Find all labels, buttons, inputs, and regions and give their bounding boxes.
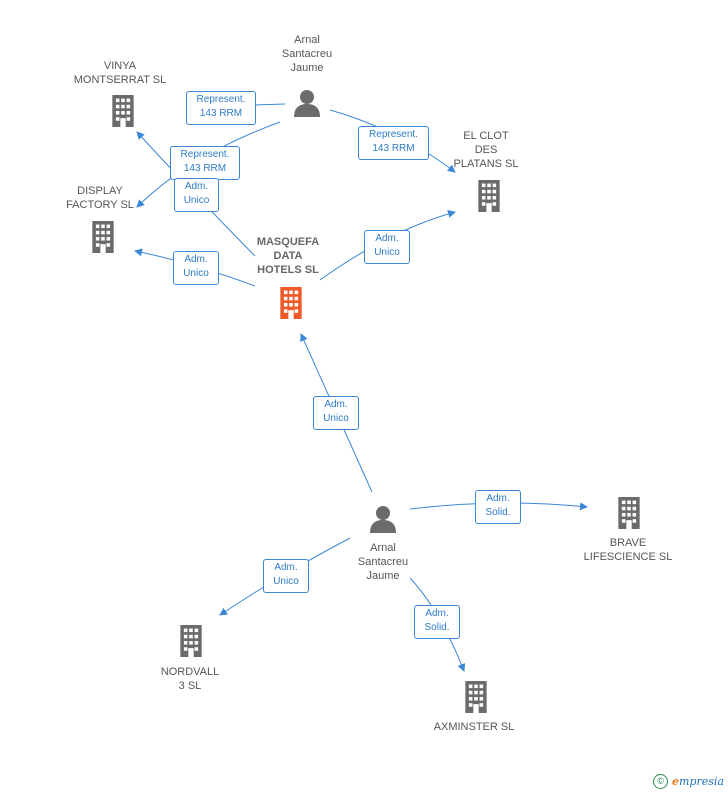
masquefa-label[interactable]: MASQUEFA DATA HOTELS SL xyxy=(256,236,320,276)
edge-label-adm-elclot-main: Adm. Unico xyxy=(364,230,410,264)
person-bottom-label[interactable]: Arnal Santacreu Jaume xyxy=(357,542,409,582)
axminster-label[interactable]: AXMINSTER SL xyxy=(433,721,515,733)
copyright-icon: © xyxy=(653,774,669,789)
edge-label-adm-display-main: Adm. Unico xyxy=(173,251,219,285)
vinya-building-icon[interactable] xyxy=(112,95,134,127)
edge-label-rep-elclot: Represent. 143 RRM xyxy=(358,126,429,160)
edge-label-adm-masquefa: Adm. Unico xyxy=(313,396,359,430)
elclot-building-icon[interactable] xyxy=(478,180,500,212)
person-top-person-icon[interactable] xyxy=(294,90,320,117)
person-bottom-person-icon[interactable] xyxy=(370,506,396,533)
person-top-label[interactable]: Arnal Santacreu Jaume xyxy=(281,34,333,74)
edge-label-rep-display: Represent. 143 RRM xyxy=(170,146,240,180)
brand-logo[interactable]: empresia xyxy=(672,775,724,788)
vinya-label[interactable]: VINYA MONTSERRAT SL xyxy=(73,60,167,86)
axminster-building-icon[interactable] xyxy=(465,681,487,713)
display-building-icon[interactable] xyxy=(92,221,114,253)
display-label[interactable]: DISPLAY FACTORY SL xyxy=(66,185,134,211)
brave-building-icon[interactable] xyxy=(618,497,640,529)
edge-label-adm-nordvall: Adm. Unico xyxy=(263,559,309,593)
footer-brand[interactable]: © empresia xyxy=(653,774,724,789)
edge-label-adm-display-top: Adm. Unico xyxy=(174,178,219,212)
nordvall-building-icon[interactable] xyxy=(180,625,202,657)
edge-label-rep-vinya: Represent. 143 RRM xyxy=(186,91,256,125)
nordvall-label[interactable]: NORDVALL 3 SL xyxy=(160,666,220,692)
elclot-label[interactable]: EL CLOT DES PLATANS SL xyxy=(453,130,519,170)
brave-label[interactable]: BRAVE LIFESCIENCE SL xyxy=(583,537,673,563)
edge-label-adm-axminster: Adm. Solid. xyxy=(414,605,460,639)
masquefa-building-icon[interactable] xyxy=(280,287,302,319)
edge-label-adm-brave: Adm. Solid. xyxy=(475,490,521,524)
